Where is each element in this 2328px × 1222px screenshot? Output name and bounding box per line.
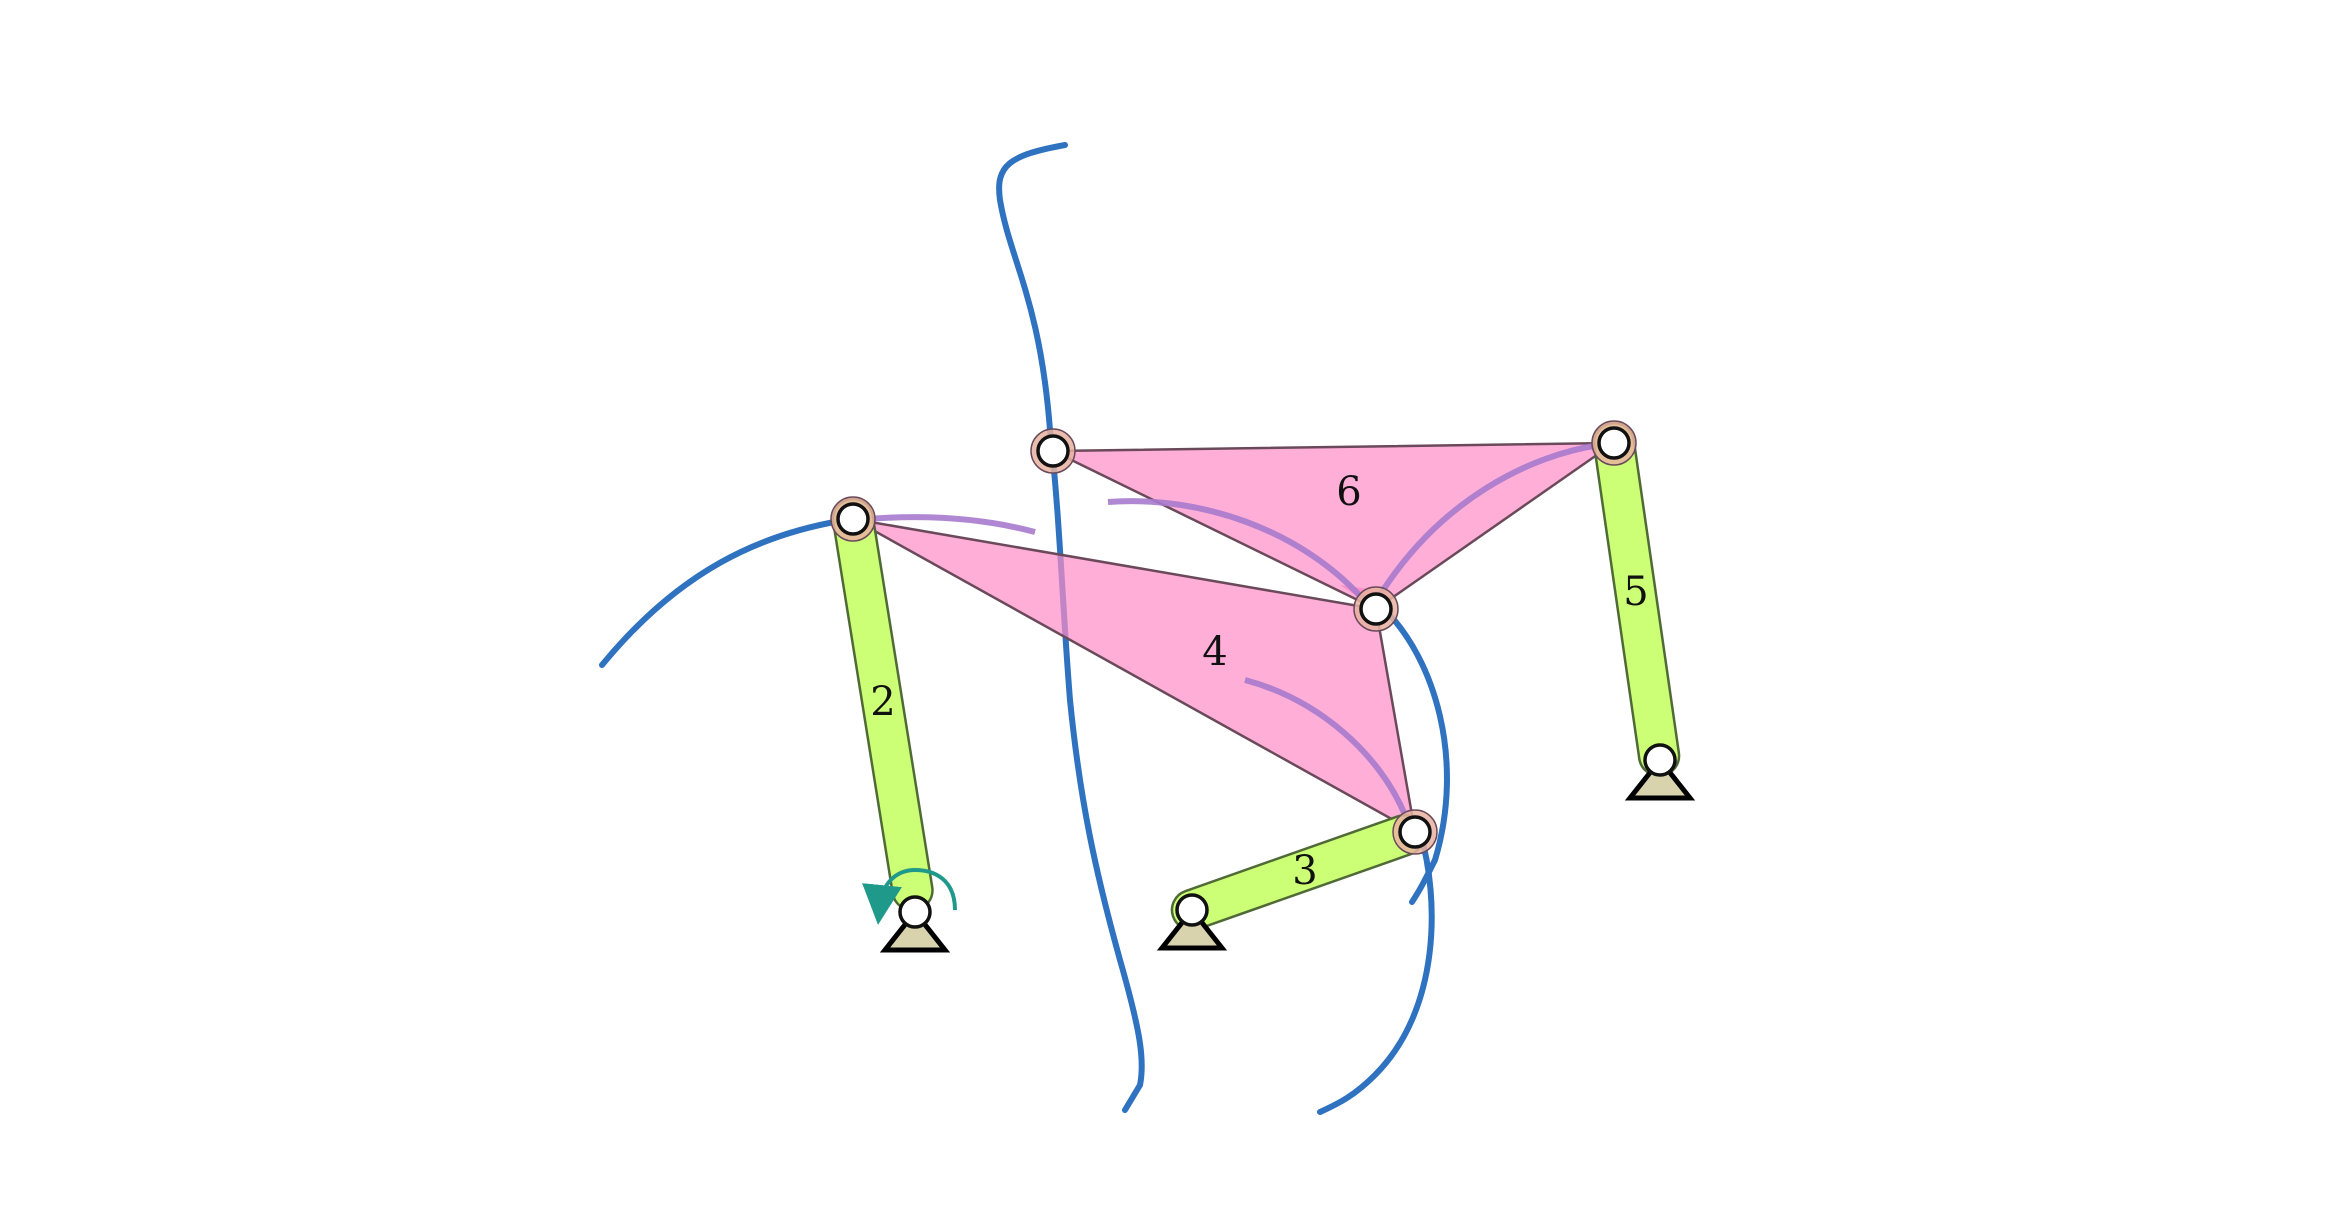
ground-triangle-icon — [1156, 905, 1228, 951]
revolute-joint-icon[interactable] — [1175, 893, 1209, 927]
rotation-arrow-icon — [862, 867, 957, 925]
revolute-joint-icon[interactable] — [1597, 426, 1631, 460]
ground-triangle-icon — [879, 907, 951, 953]
angle-arc-link4-top — [854, 514, 1036, 535]
revolute-joint-icon[interactable] — [1643, 743, 1677, 777]
angle-arc-link6-left — [1107, 498, 1365, 601]
revolute-joint-icon[interactable] — [1359, 592, 1393, 626]
coupler-curve-right-lower — [1317, 829, 1435, 1115]
coupler-curve-right-upper — [1382, 607, 1450, 905]
revolute-joint-icon[interactable] — [1036, 434, 1070, 468]
revolute-joints — [836, 426, 1677, 929]
angle-arcs — [854, 442, 1601, 817]
angle-arc-link4-bottom — [1244, 677, 1408, 817]
link-labels: 2 3 4 5 6 — [870, 469, 1648, 894]
revolute-joint-icon[interactable] — [836, 502, 870, 536]
coupler-curve-left — [599, 518, 843, 668]
link-6-label: 6 — [1336, 469, 1361, 515]
ground-triangle-icon — [1624, 755, 1696, 801]
ground-pivots — [879, 755, 1696, 953]
link-4-body[interactable] — [851, 517, 1417, 834]
link-3-label: 3 — [1292, 848, 1317, 894]
revolute-joint-icon[interactable] — [898, 895, 932, 929]
link-2-label: 2 — [870, 679, 895, 725]
link-4-label: 4 — [1202, 629, 1227, 675]
angle-arc-link6-right — [1377, 442, 1601, 597]
link-6-plate — [1051, 441, 1616, 611]
link-5-label: 5 — [1623, 569, 1648, 615]
revolute-joint-icon[interactable] — [1398, 815, 1432, 849]
link-4-plate — [851, 517, 1417, 834]
